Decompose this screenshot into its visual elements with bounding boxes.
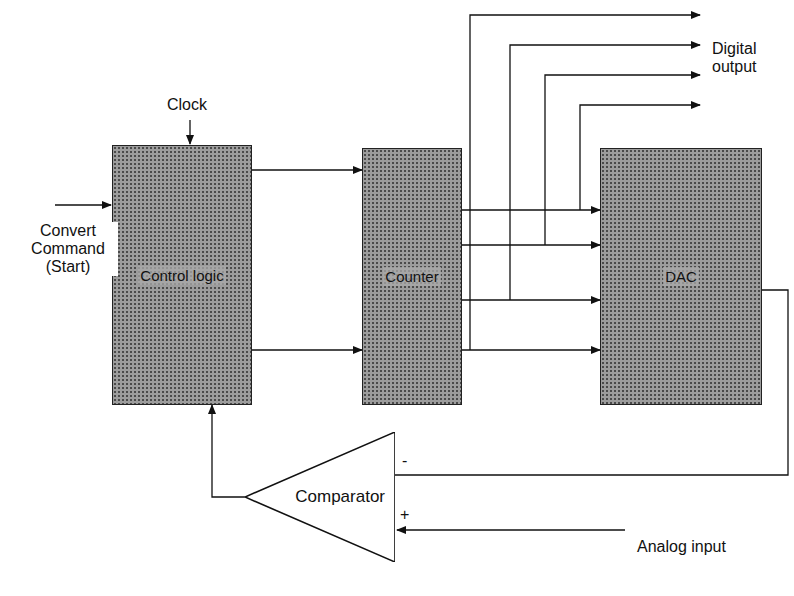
control-logic-box: Control logic	[112, 145, 252, 405]
connector	[212, 405, 245, 497]
pin-name: -	[400, 452, 409, 470]
signal-name: Clock	[165, 96, 209, 114]
dac-box: DAC	[600, 148, 762, 405]
signal-name: Digital output	[710, 40, 794, 76]
connector	[462, 349, 600, 350]
comparator-triangle: Comparator	[245, 432, 395, 562]
signal-name: Convert Command (Start)	[18, 222, 118, 276]
signal-name: Analog input	[635, 538, 729, 556]
node-label: DAC	[663, 267, 699, 286]
connector	[252, 169, 362, 170]
start-wire	[55, 204, 111, 205]
connector	[462, 244, 600, 245]
node-label: Control logic	[138, 266, 225, 285]
clock-wire	[189, 120, 190, 144]
node-label: Comparator	[295, 487, 385, 507]
analog-wire	[397, 529, 625, 530]
connector	[462, 209, 600, 210]
connector	[462, 299, 600, 300]
counter-box: Counter	[362, 148, 462, 405]
node-label: Counter	[383, 267, 440, 286]
connector	[252, 349, 362, 350]
pin-name: +	[398, 506, 411, 524]
